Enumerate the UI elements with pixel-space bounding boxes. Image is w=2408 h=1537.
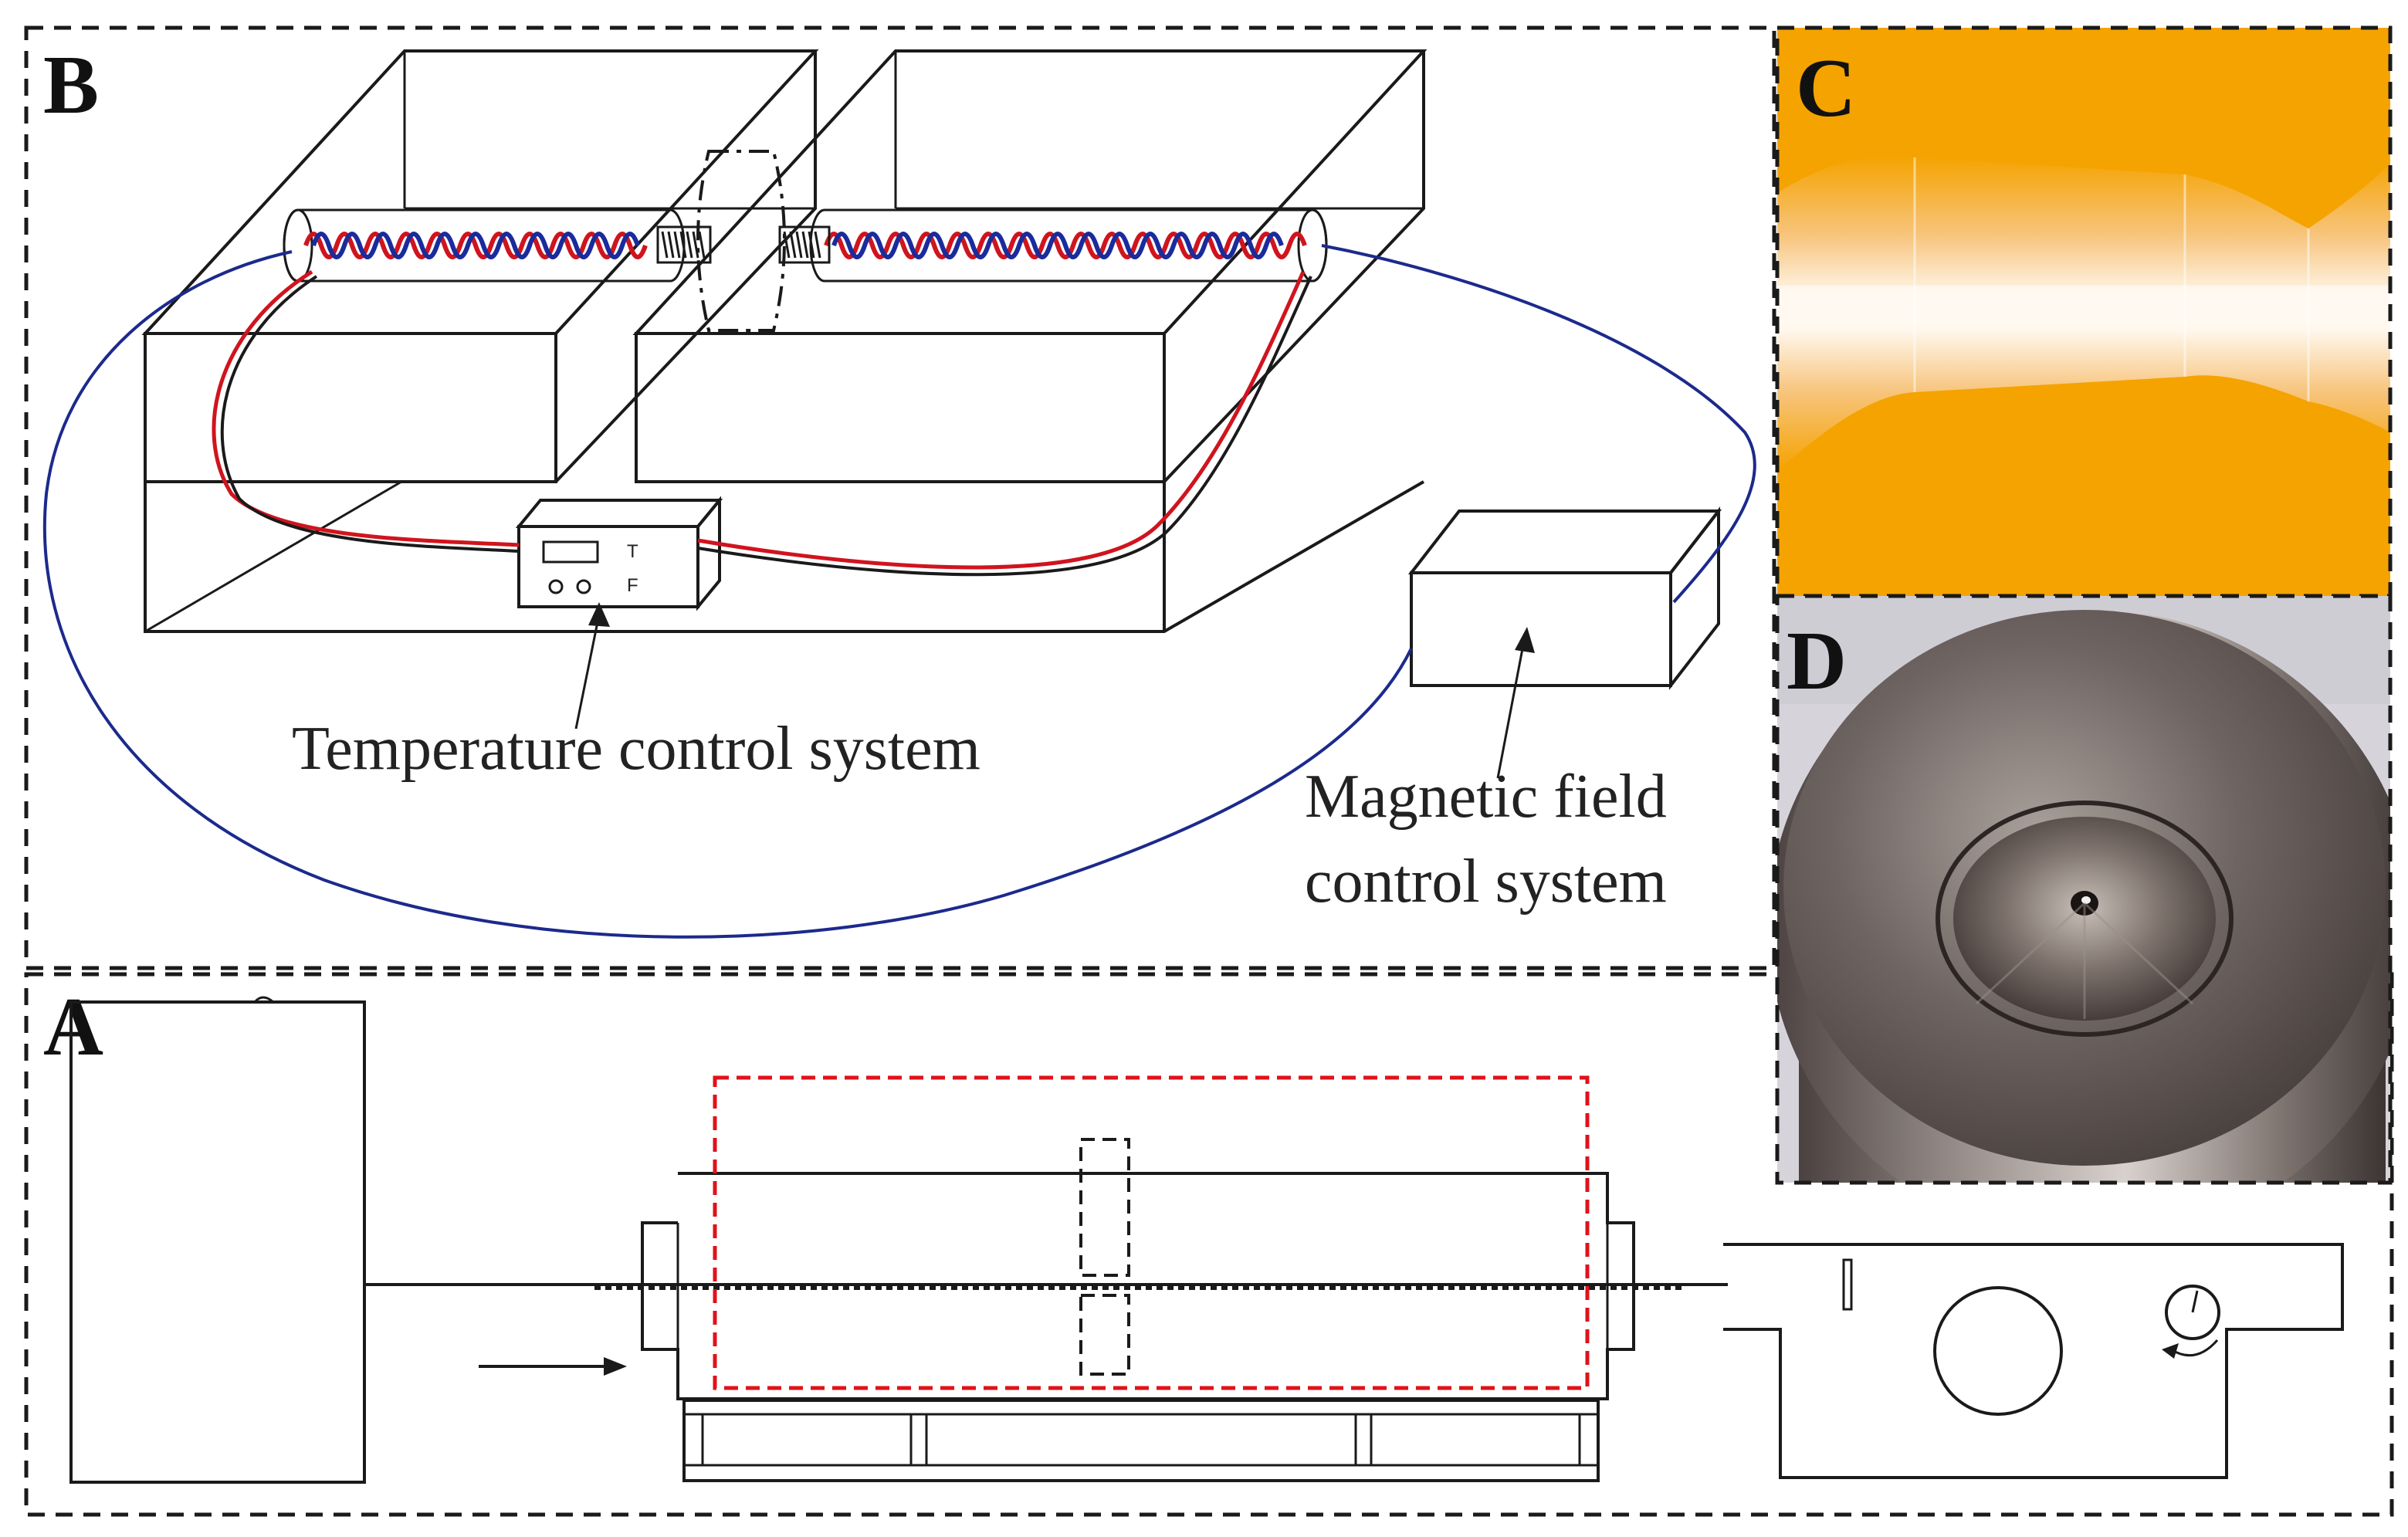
panel-a-frame — [24, 972, 2394, 1517]
right-heating-coil — [778, 208, 1328, 283]
feed-direction-arrow — [479, 1357, 627, 1376]
magnetic-coil-wire — [42, 244, 1756, 939]
controller-t-label: T — [627, 541, 638, 562]
heating-chamber-body — [641, 1172, 1635, 1400]
die-holder-outline — [696, 150, 786, 332]
panel-c-die-micrograph — [1777, 28, 2390, 596]
left-heating-coil — [283, 208, 712, 283]
left-magnet-box — [141, 49, 819, 483]
temperature-control-caption: Temperature control system — [292, 715, 980, 783]
magnetic-pointer-arrow — [1496, 627, 1535, 779]
take-up-machine — [1723, 1243, 2344, 1479]
temperature-controller: T F — [515, 496, 723, 611]
panel-a-letter: A — [43, 981, 103, 1073]
panel-d-frame — [1775, 594, 2393, 1185]
temperature-pointer-arrow — [574, 602, 610, 730]
magnetic-field-caption-line1: Magnetic field — [1305, 763, 1667, 831]
panel-b-frame — [24, 25, 1776, 970]
thermocouple-wires — [212, 269, 1312, 577]
payoff-cabinet — [69, 1000, 366, 1484]
controller-f-label: F — [627, 575, 638, 596]
panel-d-die-photo — [1777, 596, 2390, 1183]
magnetic-field-caption-line2: control system — [1305, 848, 1667, 916]
enlarged-region-marker — [713, 1075, 1590, 1390]
panel-c-letter: C — [1796, 42, 1856, 134]
support-table — [682, 1399, 1600, 1482]
base-platform — [144, 480, 1425, 633]
panel-d-letter: D — [1787, 615, 1847, 707]
die-position-marker — [1079, 1138, 1130, 1376]
panel-b-letter: B — [43, 39, 99, 131]
magnetic-field-controller — [1407, 506, 1722, 690]
